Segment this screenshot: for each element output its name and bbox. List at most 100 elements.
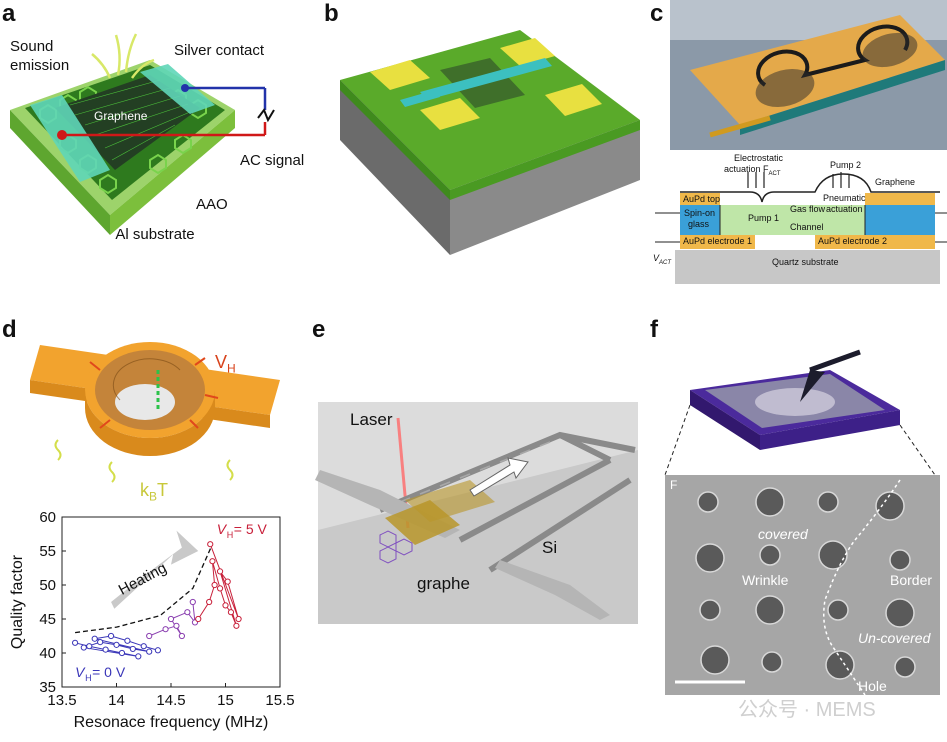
data-point bbox=[184, 609, 191, 616]
panel-e: e Laser Si graphe bbox=[310, 310, 645, 742]
label-electrode1: AuPd electrode 1 bbox=[683, 236, 753, 246]
panel-c-cross-section bbox=[655, 172, 947, 284]
data-point bbox=[107, 632, 115, 640]
vh-high-sub: H bbox=[227, 530, 234, 540]
label-sound-emission: Sound emission bbox=[10, 38, 70, 74]
kbt-sub: B bbox=[149, 489, 158, 504]
panel-label-b: b bbox=[324, 0, 339, 27]
label-spin-on: Spin-on bbox=[684, 208, 716, 218]
label-graphe: graphe bbox=[417, 574, 470, 593]
label-channel: Channel bbox=[790, 222, 824, 232]
label-gas-flow: Gas flow bbox=[790, 204, 826, 214]
data-point bbox=[124, 637, 131, 644]
y-tick-label: 60 bbox=[39, 509, 56, 526]
panel-label-a: a bbox=[2, 0, 16, 27]
label-electrostatic: Electrostatic bbox=[734, 153, 784, 163]
data-point bbox=[224, 578, 231, 585]
data-point bbox=[222, 602, 229, 609]
y-tick-label: 35 bbox=[39, 679, 56, 696]
vact-sub: ACT bbox=[659, 259, 672, 266]
label-wrinkle: Wrinkle bbox=[742, 572, 789, 588]
y-tick-label: 55 bbox=[39, 543, 56, 560]
label-vh: VH bbox=[215, 352, 236, 376]
data-point bbox=[211, 581, 218, 589]
label-hole: Hole bbox=[858, 678, 887, 694]
panel-a: a Sound emission Silver c bbox=[0, 0, 304, 300]
label-ac-signal: AC signal bbox=[240, 152, 305, 169]
watermark: 公众号 · MEMS bbox=[738, 699, 876, 721]
label-vact: VACT bbox=[653, 253, 671, 266]
data-point bbox=[146, 632, 153, 640]
x-tick-label: 14 bbox=[108, 692, 125, 709]
data-point bbox=[154, 647, 162, 654]
x-tick-label: 15.5 bbox=[265, 692, 294, 709]
panel-label-f: f bbox=[650, 316, 658, 343]
data-point bbox=[97, 639, 104, 646]
heating-arrow bbox=[111, 530, 199, 609]
panel-d-illustration bbox=[30, 342, 280, 483]
data-point bbox=[206, 598, 213, 606]
data-point bbox=[71, 639, 79, 646]
label-aupd-top: AuPd top bbox=[683, 194, 721, 204]
vh-low-sub: H bbox=[85, 673, 92, 683]
label-actuation-f: actuation FACT bbox=[724, 164, 781, 177]
data-point bbox=[189, 598, 196, 606]
data-point bbox=[167, 615, 175, 623]
label-electrode2: AuPd electrode 2 bbox=[818, 236, 888, 246]
panel-b-illustration bbox=[340, 30, 640, 255]
label-f-letter: F bbox=[670, 478, 678, 492]
label-laser: Laser bbox=[350, 410, 393, 429]
label-silver-contact: Silver contact bbox=[174, 42, 265, 59]
actuation-sub: ACT bbox=[768, 170, 781, 177]
data-point bbox=[102, 646, 109, 653]
panel-a-illustration bbox=[10, 33, 275, 235]
data-point bbox=[216, 585, 224, 592]
data-point bbox=[86, 643, 93, 650]
data-point bbox=[146, 648, 153, 655]
panel-e-illustration bbox=[315, 402, 638, 624]
kbt-t: T bbox=[157, 480, 169, 500]
label-si: Si bbox=[542, 538, 558, 557]
data-point bbox=[162, 626, 169, 633]
panel-f-illustration bbox=[664, 349, 940, 696]
label-covered: covered bbox=[758, 526, 808, 542]
data-point bbox=[113, 641, 120, 648]
data-point bbox=[91, 635, 98, 642]
vh-text: V bbox=[215, 352, 228, 372]
vh-low-label: V bbox=[75, 664, 86, 680]
y-tick-label: 45 bbox=[39, 611, 56, 628]
x-tick-label: 15 bbox=[217, 692, 234, 709]
data-point bbox=[216, 568, 224, 575]
panel-label-e: e bbox=[312, 316, 326, 343]
data-point bbox=[140, 643, 147, 650]
data-point bbox=[173, 622, 180, 629]
data-point bbox=[207, 541, 214, 548]
vh-low-value: = 0 V bbox=[92, 664, 126, 680]
data-point bbox=[80, 644, 87, 651]
kbt-k: k bbox=[140, 480, 149, 500]
data-point bbox=[195, 615, 202, 623]
vact-text: V bbox=[653, 253, 660, 263]
label-graphene-a: Graphene bbox=[94, 109, 148, 123]
label-quartz: Quartz substrate bbox=[772, 257, 839, 267]
data-point bbox=[233, 622, 240, 629]
x-tick-label: 13.5 bbox=[47, 692, 76, 709]
x-axis-label: Resonace frequency (MHz) bbox=[74, 714, 269, 731]
label-border: Border bbox=[890, 572, 933, 588]
vh-high-value: = 5 V bbox=[234, 521, 268, 537]
panel-c-device-render bbox=[670, 0, 947, 150]
trend-line bbox=[74, 543, 214, 634]
data-point bbox=[235, 615, 242, 623]
heating-label: Heating bbox=[116, 559, 170, 598]
panel-b: b bbox=[320, 0, 655, 300]
label-uncovered: Un-covered bbox=[858, 630, 931, 646]
label-pneumatic: Pneumatic bbox=[823, 193, 866, 203]
vh-sub: H bbox=[227, 361, 236, 376]
panel-label-c: c bbox=[650, 0, 664, 27]
label-aao: AAO bbox=[196, 196, 228, 213]
data-point bbox=[118, 649, 126, 657]
data-point bbox=[135, 653, 142, 660]
data-point bbox=[227, 609, 235, 616]
